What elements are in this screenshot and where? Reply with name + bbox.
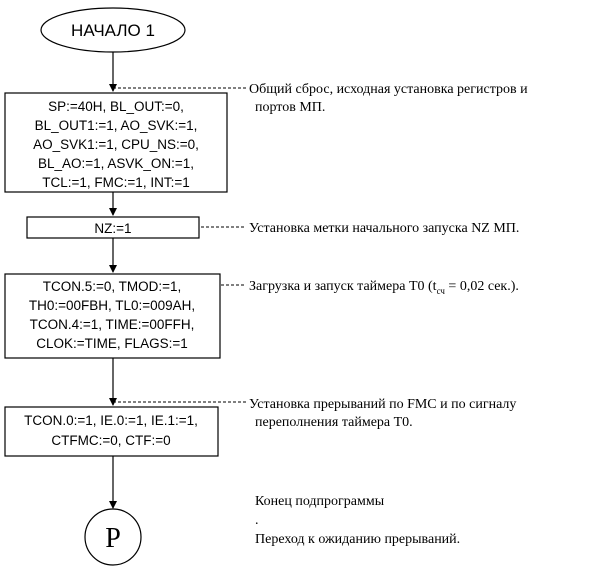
comment-4: Установка прерываний по FMC и по сигналу… (249, 397, 516, 430)
process-block-4-text: TCON.0:=1, IE.0:=1, IE.1:=1, CTFMC:=0, C… (24, 413, 198, 448)
end-comment: Конец подпрограммы . Переход к ожиданию … (255, 494, 460, 547)
block3-line: TCON.4:=1, TIME:=00FFH, (30, 317, 195, 332)
process-block-1-text: SP:=40H, BL_OUT:=0, BL_OUT1:=1, AO_SVK:=… (33, 99, 199, 190)
block3-line: CLOK:=TIME, FLAGS:=1 (36, 336, 188, 351)
process-block-3-text: TCON.5:=0, TMOD:=1, TH0:=00FBH, TL0:=009… (29, 279, 195, 351)
process-block-4 (4, 406, 219, 457)
end-comment-line: Переход к ожиданию прерываний. (255, 532, 460, 547)
comment-3: Загрузка и запуск таймера Т0 (tсч = 0,02… (249, 279, 519, 296)
comment-4-line: переполнения таймера Т0. (255, 415, 413, 430)
end-comment-line: . (255, 513, 259, 528)
block4-line: TCON.0:=1, IE.0:=1, IE.1:=1, (24, 413, 198, 428)
block1-line: BL_OUT1:=1, AO_SVK:=1, (35, 118, 198, 133)
end-comment-line: Конец подпрограммы (255, 494, 385, 509)
start-label: НАЧАЛО 1 (71, 21, 155, 40)
process-block-1 (4, 92, 228, 193)
comment-3-line: Загрузка и запуск таймера Т0 (tсч = 0,02… (249, 279, 519, 296)
comment-2-line: Установка метки начального запуска NZ МП… (249, 221, 519, 236)
comment-1: Общий сброс, исходная установка регистро… (249, 82, 528, 115)
comment-1-line: портов МП. (255, 100, 325, 115)
block3-line: TH0:=00FBH, TL0:=009AH, (29, 298, 195, 313)
block2-line: NZ:=1 (94, 221, 131, 236)
block1-line: AO_SVK1:=1, CPU_NS:=0, (33, 137, 199, 152)
process-block-3 (4, 273, 221, 359)
comment-2: Установка метки начального запуска NZ МП… (249, 221, 519, 236)
end-label: Р (105, 523, 121, 554)
block1-line: TCL:=1, FMC:=1, INT:=1 (42, 175, 189, 190)
end-terminator (84, 508, 142, 566)
block1-line: BL_AO:=1, ASVK_ON:=1, (38, 156, 194, 171)
block1-line: SP:=40H, BL_OUT:=0, (48, 99, 184, 114)
comment-1-line: Общий сброс, исходная установка регистро… (249, 82, 528, 97)
start-terminator (40, 7, 186, 53)
block4-line: CTFMC:=0, CTF:=0 (51, 433, 170, 448)
comment-4-line: Установка прерываний по FMC и по сигналу (249, 397, 516, 412)
process-block-2 (26, 216, 200, 239)
block3-line: TCON.5:=0, TMOD:=1, (43, 279, 182, 294)
